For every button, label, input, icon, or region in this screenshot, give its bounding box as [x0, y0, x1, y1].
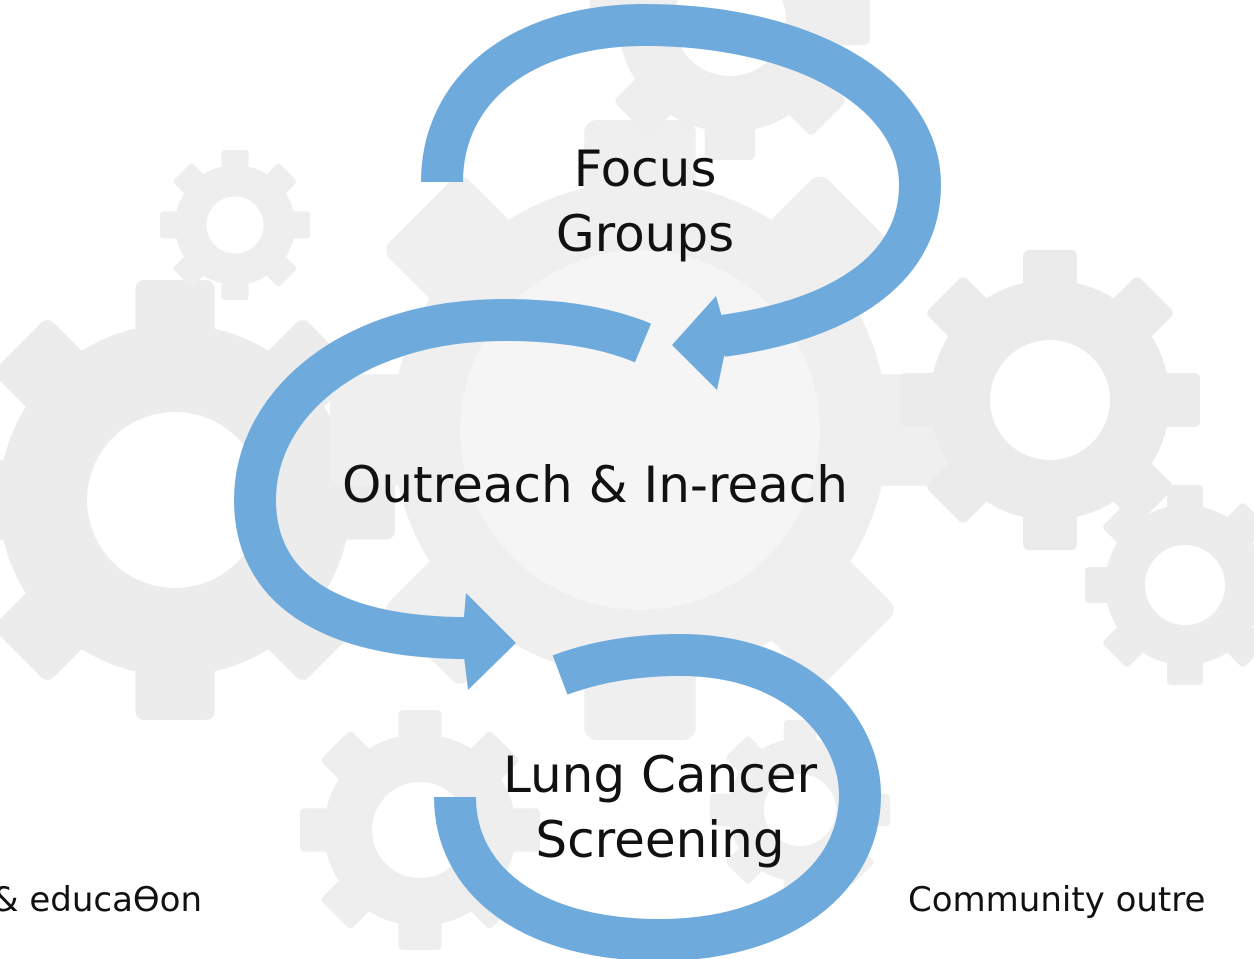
focus-loop-arrow	[421, 3, 942, 357]
focus-loop-arrowhead	[672, 296, 728, 390]
gear-left-small	[160, 150, 310, 300]
node-focus-groups: Focus Groups	[520, 137, 770, 267]
outreach-loop-arrowhead	[462, 593, 516, 690]
gear-right-large	[900, 250, 1200, 550]
side-label-right: Community outre	[908, 880, 1206, 920]
node-focus-line-2: Groups	[555, 205, 735, 263]
node-screening-line-2: Screening	[535, 811, 785, 869]
node-outreach-in-reach: Outreach & In-reach	[300, 453, 890, 518]
gear-left-large	[0, 280, 395, 720]
gear-bottom-right	[710, 720, 890, 900]
side-label-left: & educaƟon	[0, 880, 203, 920]
node-outreach-line-1: Outreach & In-reach	[342, 456, 848, 514]
node-lung-cancer-screening: Lung Cancer Screening	[480, 743, 840, 873]
outreach-loop-arrow	[233, 298, 652, 660]
node-focus-line-1: Focus	[573, 140, 717, 198]
node-screening-line-1: Lung Cancer	[502, 746, 818, 804]
screening-loop-arrow	[434, 633, 882, 959]
gear-right-small	[1085, 485, 1254, 685]
